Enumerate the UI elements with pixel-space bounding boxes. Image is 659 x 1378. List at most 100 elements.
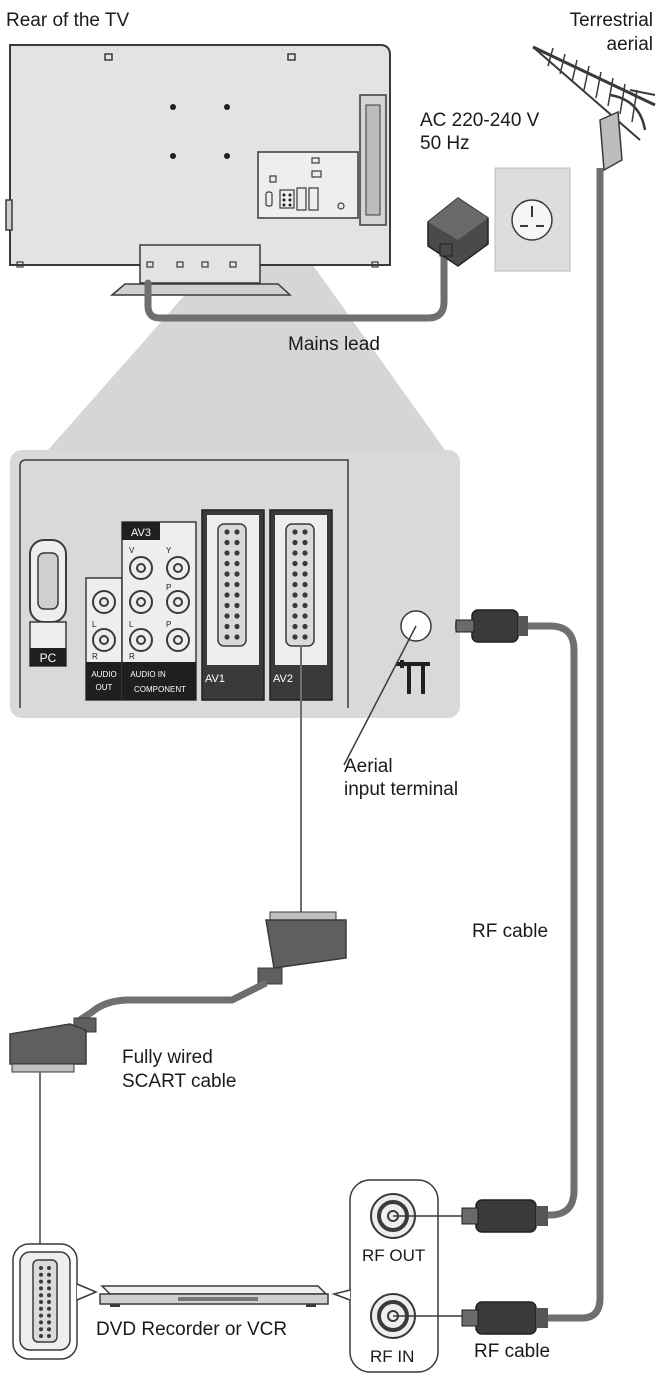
scart-pin (302, 571, 308, 577)
r-label-in: R (129, 652, 135, 661)
ac-power-label-2: 50 Hz (420, 133, 470, 154)
scart-pin (302, 550, 308, 556)
aerial-terminal-pointer (343, 625, 417, 766)
mains-lead-cable (144, 248, 448, 322)
scart-pin (292, 571, 298, 577)
pb-label: P (166, 583, 171, 592)
dvd-recorder-label: DVD Recorder or VCR (96, 1319, 288, 1340)
audio-out-label-2: OUT (96, 683, 113, 692)
scart-pin (39, 1279, 43, 1284)
scart-pin (234, 634, 240, 640)
scart-cable (78, 979, 268, 1023)
scart-pin (47, 1313, 51, 1318)
scart-pin (47, 1300, 51, 1304)
rf-out-label: RF OUT (362, 1246, 426, 1265)
scart-pin (234, 602, 240, 609)
scart-pin (292, 623, 298, 630)
scart-pin (302, 602, 308, 609)
terrestrial-aerial-label-1: Terrestrial (569, 10, 653, 31)
scart-pin (39, 1334, 43, 1338)
callout-pins (39, 1266, 51, 1338)
scart-pin (224, 581, 230, 588)
l-label-out: L (92, 620, 97, 629)
rf-in-label: RF IN (370, 1347, 415, 1366)
audio-in-label: AUDIO IN (130, 670, 166, 679)
mains-plug (427, 197, 489, 267)
scart-pin (292, 602, 298, 609)
rf-plug-out (461, 1199, 548, 1233)
scart-pin (224, 571, 230, 577)
scart-pin (224, 602, 230, 609)
scart-pin (234, 581, 240, 588)
terrestrial-aerial (532, 45, 656, 172)
l-label-in: L (129, 620, 134, 629)
scart-pin (302, 539, 308, 546)
rf-cable-label-bottom: RF cable (474, 1341, 551, 1362)
scart-pin (234, 592, 240, 598)
scart-pin (47, 1293, 51, 1298)
scart-pin (302, 560, 308, 567)
rf-plug-tv (455, 609, 528, 643)
terrestrial-aerial-label-2: aerial (606, 34, 653, 55)
scart-pin (47, 1334, 51, 1338)
rear-of-tv-label: Rear of the TV (6, 10, 130, 31)
scart-pin (224, 550, 230, 556)
scart-pin (292, 539, 298, 546)
scart-pin (302, 623, 308, 630)
rf-plug-in (461, 1301, 548, 1335)
scart-pin (47, 1327, 51, 1332)
scart-pin (302, 634, 308, 640)
mains-lead-label: Mains lead (288, 334, 380, 355)
scart-plug-bottom (9, 1017, 97, 1073)
scart-pin (39, 1320, 43, 1325)
scart-pin (234, 550, 240, 556)
dvd-recorder (99, 1285, 329, 1307)
component-label: COMPONENT (134, 685, 186, 694)
av2-label: AV2 (273, 673, 293, 685)
scart-pin (39, 1313, 43, 1318)
scart-pin (292, 592, 298, 598)
wall-socket (494, 167, 571, 272)
av3-label: AV3 (131, 527, 151, 539)
scart-pin (224, 529, 230, 535)
scart-pin (224, 539, 230, 546)
av1-label: AV1 (205, 673, 225, 685)
tv-rear (5, 44, 391, 296)
scart-pin (47, 1286, 51, 1291)
scart-pin (39, 1286, 43, 1291)
scart-pin (302, 592, 308, 598)
scart-pin (224, 560, 230, 567)
scart-pin (39, 1306, 43, 1311)
ac-power-label-1: AC 220-240 V (420, 110, 540, 131)
scart-pin (292, 634, 298, 640)
scart-pin (224, 634, 230, 640)
audio-out-label-1: AUDIO (91, 670, 116, 679)
scart-pin (292, 560, 298, 567)
scart-pin (47, 1320, 51, 1325)
scart-pin (302, 529, 308, 535)
rf-cable-tv (455, 622, 578, 1219)
scart-pin (234, 529, 240, 535)
rf-cable-label-middle: RF cable (472, 921, 549, 942)
scart-pin (234, 539, 240, 546)
scart-pin (47, 1306, 51, 1311)
scart-pin (292, 581, 298, 588)
pc-label: PC (40, 651, 57, 665)
scart-pin (39, 1293, 43, 1298)
scart-pin (39, 1327, 43, 1332)
scart-pin (47, 1272, 51, 1277)
scart-cable-label-1: Fully wired (122, 1047, 213, 1068)
rf-cable-aerial (548, 168, 604, 1322)
rf-callout (331, 1179, 439, 1373)
scart-pin (224, 592, 230, 598)
scart-pin (234, 560, 240, 567)
scart-pin (302, 613, 308, 619)
scart-plug-top (257, 911, 347, 985)
scart-pin (39, 1300, 43, 1304)
scart-pin (292, 613, 298, 619)
scart-cable-label-2: SCART cable (122, 1071, 237, 1092)
scart-pin (234, 613, 240, 619)
recorder-scart-callout (12, 1243, 98, 1360)
